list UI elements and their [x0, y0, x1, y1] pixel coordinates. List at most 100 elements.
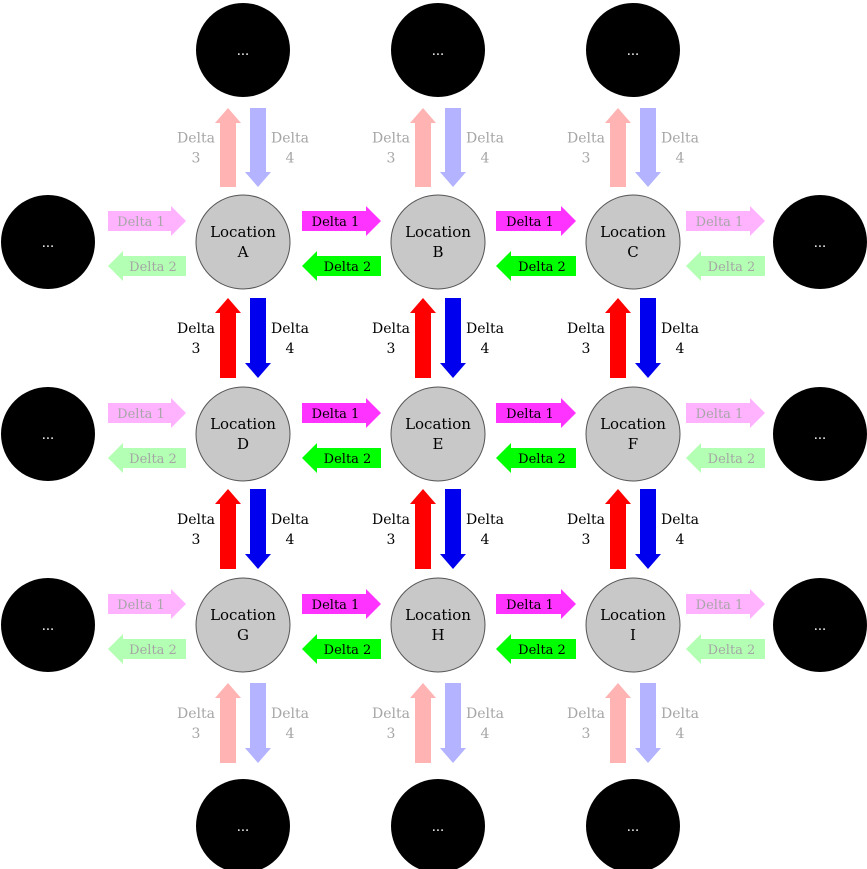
arrow-top-col2-delta3 — [410, 108, 436, 187]
outer-node-top-2 — [391, 3, 485, 97]
arrow-r12-col2-delta3-label: Delta — [372, 321, 410, 337]
outer-node-left-1 — [1, 195, 95, 289]
arrow-r23-col1-delta4-label: Delta — [271, 512, 309, 528]
location-node-g — [195, 577, 291, 673]
arrow-right-delta1-row3-label: Delta 1 — [696, 598, 744, 613]
arrow-r12-col1-delta4-label: Delta — [271, 321, 309, 337]
arrow-r23-col2-delta3-num: 3 — [387, 532, 396, 548]
outer-node-right-3 — [773, 578, 867, 672]
arrow-r23-col3-delta4-num: 4 — [676, 532, 685, 548]
arrow-bottom-col3-delta3-num: 3 — [582, 726, 591, 742]
location-node-a-word: Location — [210, 223, 276, 241]
arrow-r23-col1-delta4 — [245, 489, 271, 569]
arrow-top-col2-delta4-label: Delta — [466, 131, 504, 147]
location-node-e-letter: E — [433, 435, 444, 453]
arrow-r12-col2-delta3-num: 3 — [387, 341, 396, 357]
arrow-bottom-col2-delta4-label: Delta — [466, 706, 504, 722]
location-node-i — [585, 577, 681, 673]
outer-node-bottom-2 — [391, 779, 485, 869]
arrow-r23-col3-delta3-num: 3 — [582, 532, 591, 548]
location-node-i-word: Location — [600, 606, 666, 624]
arrow-left-delta2-row3 — [108, 634, 186, 664]
outer-node-right-1-label: ... — [814, 236, 826, 251]
location-node-b — [390, 194, 486, 290]
arrow-right-delta1-row2-label: Delta 1 — [696, 407, 744, 422]
arrow-bottom-col2-delta3 — [410, 683, 436, 763]
location-node-g-letter: G — [237, 626, 249, 644]
arrow-ab-delta1-row1 — [302, 206, 381, 236]
location-node-f-word: Location — [600, 415, 666, 433]
arrow-top-col2-delta4 — [440, 108, 466, 187]
location-node-d-letter: D — [237, 435, 249, 453]
arrow-left-delta2-row3-label: Delta 2 — [129, 643, 177, 658]
arrow-bc-delta2-row3 — [496, 634, 576, 664]
arrow-top-col2-delta3-num: 3 — [387, 151, 396, 167]
arrow-r23-col1-delta3-num: 3 — [192, 532, 201, 548]
arrow-top-col1-delta4-label: Delta — [271, 131, 309, 147]
arrow-left-delta1-row3-label: Delta 1 — [117, 598, 165, 613]
arrow-ab-delta2-row3 — [302, 634, 381, 664]
arrow-top-col3-delta4 — [635, 108, 661, 187]
arrow-bottom-col3-delta4 — [635, 683, 661, 763]
arrow-bottom-col1-delta4-label: Delta — [271, 706, 309, 722]
arrow-ab-delta1-row3-label: Delta 1 — [312, 598, 360, 613]
outer-node-right-1 — [773, 195, 867, 289]
location-node-a — [195, 194, 291, 290]
arrow-left-delta1-row2-label: Delta 1 — [117, 407, 165, 422]
arrow-right-delta1-row3 — [686, 589, 765, 619]
arrow-top-col1-delta3-num: 3 — [192, 151, 201, 167]
arrow-top-col3-delta3-label: Delta — [567, 131, 605, 147]
arrow-r12-col3-delta4 — [635, 298, 661, 378]
arrow-bc-delta2-row2 — [496, 443, 576, 473]
outer-node-left-3-label: ... — [42, 619, 54, 634]
arrow-right-delta2-row3 — [686, 634, 765, 664]
arrow-r12-col3-delta3-num: 3 — [582, 341, 591, 357]
arrow-bc-delta1-row3-label: Delta 1 — [506, 598, 554, 613]
arrow-ab-delta2-row1 — [302, 251, 381, 281]
arrow-ab-delta2-row1-label: Delta 2 — [324, 260, 372, 275]
outer-node-bottom-1-label: ... — [237, 820, 249, 835]
arrow-left-delta2-row2 — [108, 443, 186, 473]
location-node-h-letter: H — [431, 626, 444, 644]
arrow-left-delta2-row2-label: Delta 2 — [129, 452, 177, 467]
arrow-top-col2-delta4-num: 4 — [481, 151, 490, 167]
arrow-bc-delta1-row1-label: Delta 1 — [506, 215, 554, 230]
arrow-r23-col2-delta4 — [440, 489, 466, 569]
arrow-r23-col2-delta3 — [410, 489, 436, 569]
location-node-g-word: Location — [210, 606, 276, 624]
arrow-left-delta1-row1 — [108, 206, 186, 236]
arrow-bc-delta2-row3-label: Delta 2 — [518, 643, 566, 658]
arrow-right-delta1-row1-label: Delta 1 — [696, 215, 744, 230]
arrow-r23-col3-delta3-label: Delta — [567, 512, 605, 528]
arrow-r12-col2-delta4 — [440, 298, 466, 378]
arrow-bottom-col3-delta3-label: Delta — [567, 706, 605, 722]
arrow-bottom-col1-delta3-num: 3 — [192, 726, 201, 742]
arrow-bottom-col2-delta3-num: 3 — [387, 726, 396, 742]
arrow-ab-delta2-row2-label: Delta 2 — [324, 452, 372, 467]
arrow-left-delta2-row1 — [108, 251, 186, 281]
arrow-ab-delta1-row2-label: Delta 1 — [312, 407, 360, 422]
arrow-right-delta2-row1-label: Delta 2 — [708, 260, 756, 275]
arrow-top-col3-delta3 — [605, 108, 631, 187]
outer-node-bottom-3 — [586, 779, 680, 869]
arrow-r23-col3-delta4-label: Delta — [661, 512, 699, 528]
arrow-top-col1-delta4 — [245, 108, 271, 187]
outer-node-top-1 — [196, 3, 290, 97]
arrow-right-delta2-row3-label: Delta 2 — [708, 643, 756, 658]
outer-node-top-3-label: ... — [627, 44, 639, 59]
outer-node-top-3 — [586, 3, 680, 97]
outer-node-right-3-label: ... — [814, 619, 826, 634]
arrow-ab-delta1-row2 — [302, 398, 381, 428]
outer-node-left-1-label: ... — [42, 236, 54, 251]
location-node-d-word: Location — [210, 415, 276, 433]
arrow-r12-col3-delta4-label: Delta — [661, 321, 699, 337]
arrow-right-delta1-row2 — [686, 398, 765, 428]
arrow-bc-delta1-row1 — [496, 206, 576, 236]
arrow-bottom-col3-delta3 — [605, 683, 631, 763]
arrow-r12-col1-delta4-num: 4 — [286, 341, 295, 357]
arrow-bc-delta2-row1-label: Delta 2 — [518, 260, 566, 275]
arrow-bottom-col2-delta3-label: Delta — [372, 706, 410, 722]
location-node-c — [585, 194, 681, 290]
